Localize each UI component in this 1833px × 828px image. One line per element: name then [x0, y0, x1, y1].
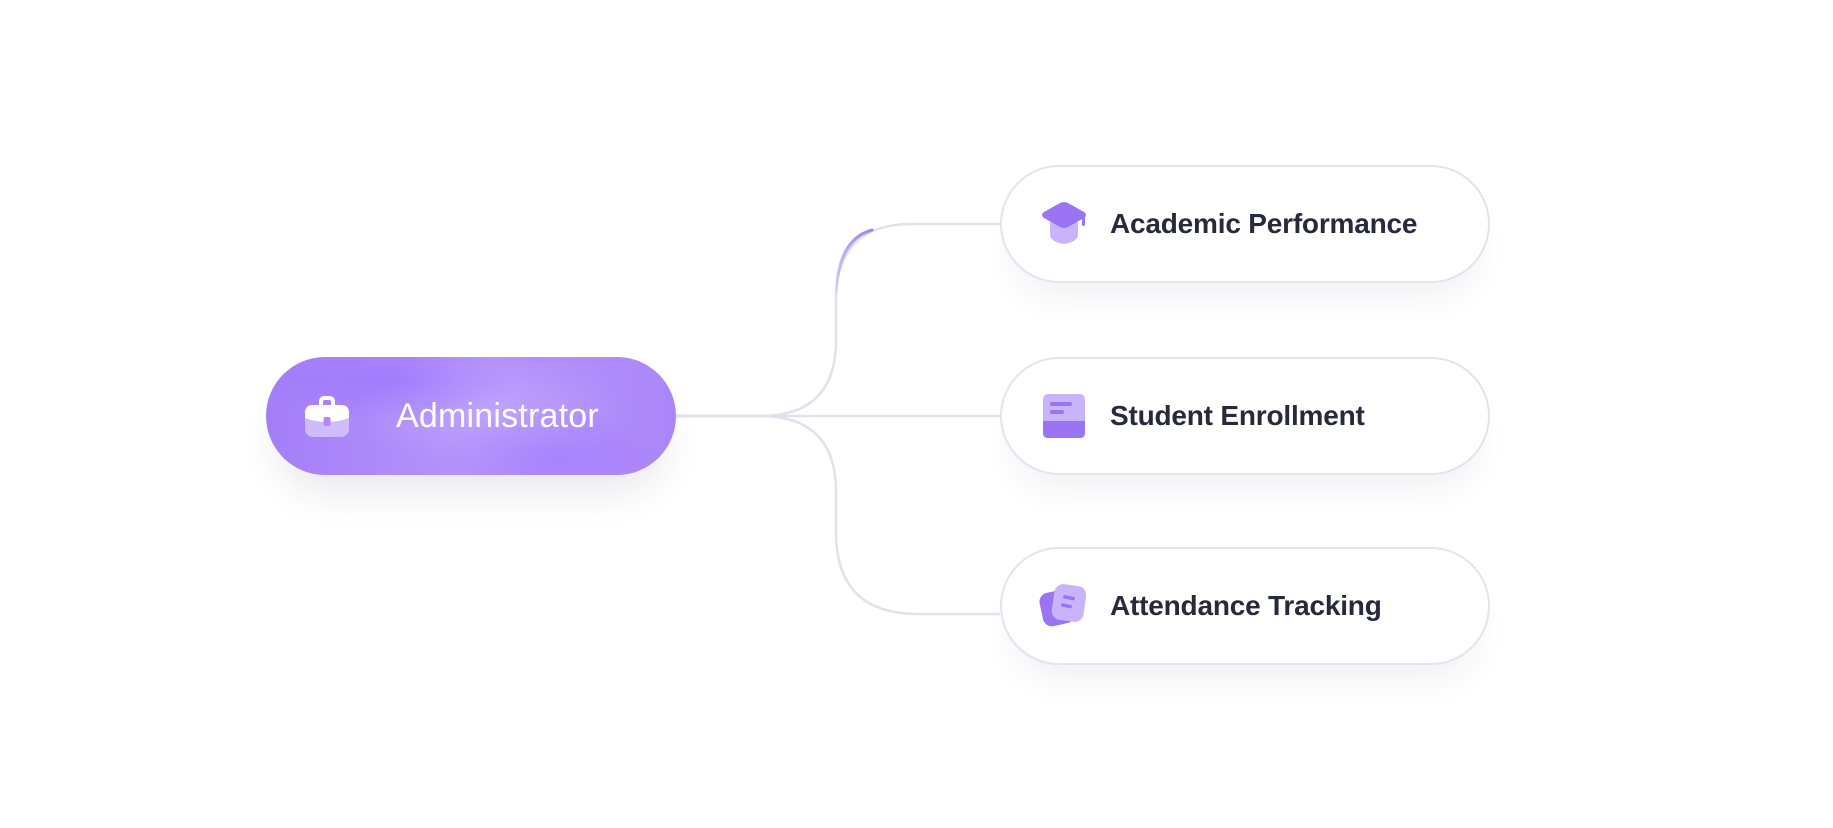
child-label: Attendance Tracking — [1110, 590, 1382, 621]
root-node-administrator[interactable]: Administrator — [266, 357, 676, 475]
connector-accent-top — [834, 228, 874, 302]
child-label: Student Enrollment — [1110, 400, 1365, 431]
notes-icon — [1038, 580, 1090, 632]
child-node-student-enrollment[interactable]: Student Enrollment — [1000, 357, 1490, 475]
child-label: Academic Performance — [1110, 208, 1418, 239]
document-icon — [1038, 390, 1090, 442]
connector-to-attendance-tracking — [676, 414, 1000, 616]
connector-to-academic-performance — [676, 222, 1000, 418]
child-node-attendance-tracking[interactable]: Attendance Tracking — [1000, 547, 1490, 665]
root-label: Administrator — [396, 396, 599, 435]
briefcase-icon — [298, 387, 356, 445]
child-node-academic-performance[interactable]: Academic Performance — [1000, 165, 1490, 283]
graduation-cap-icon — [1038, 198, 1090, 250]
